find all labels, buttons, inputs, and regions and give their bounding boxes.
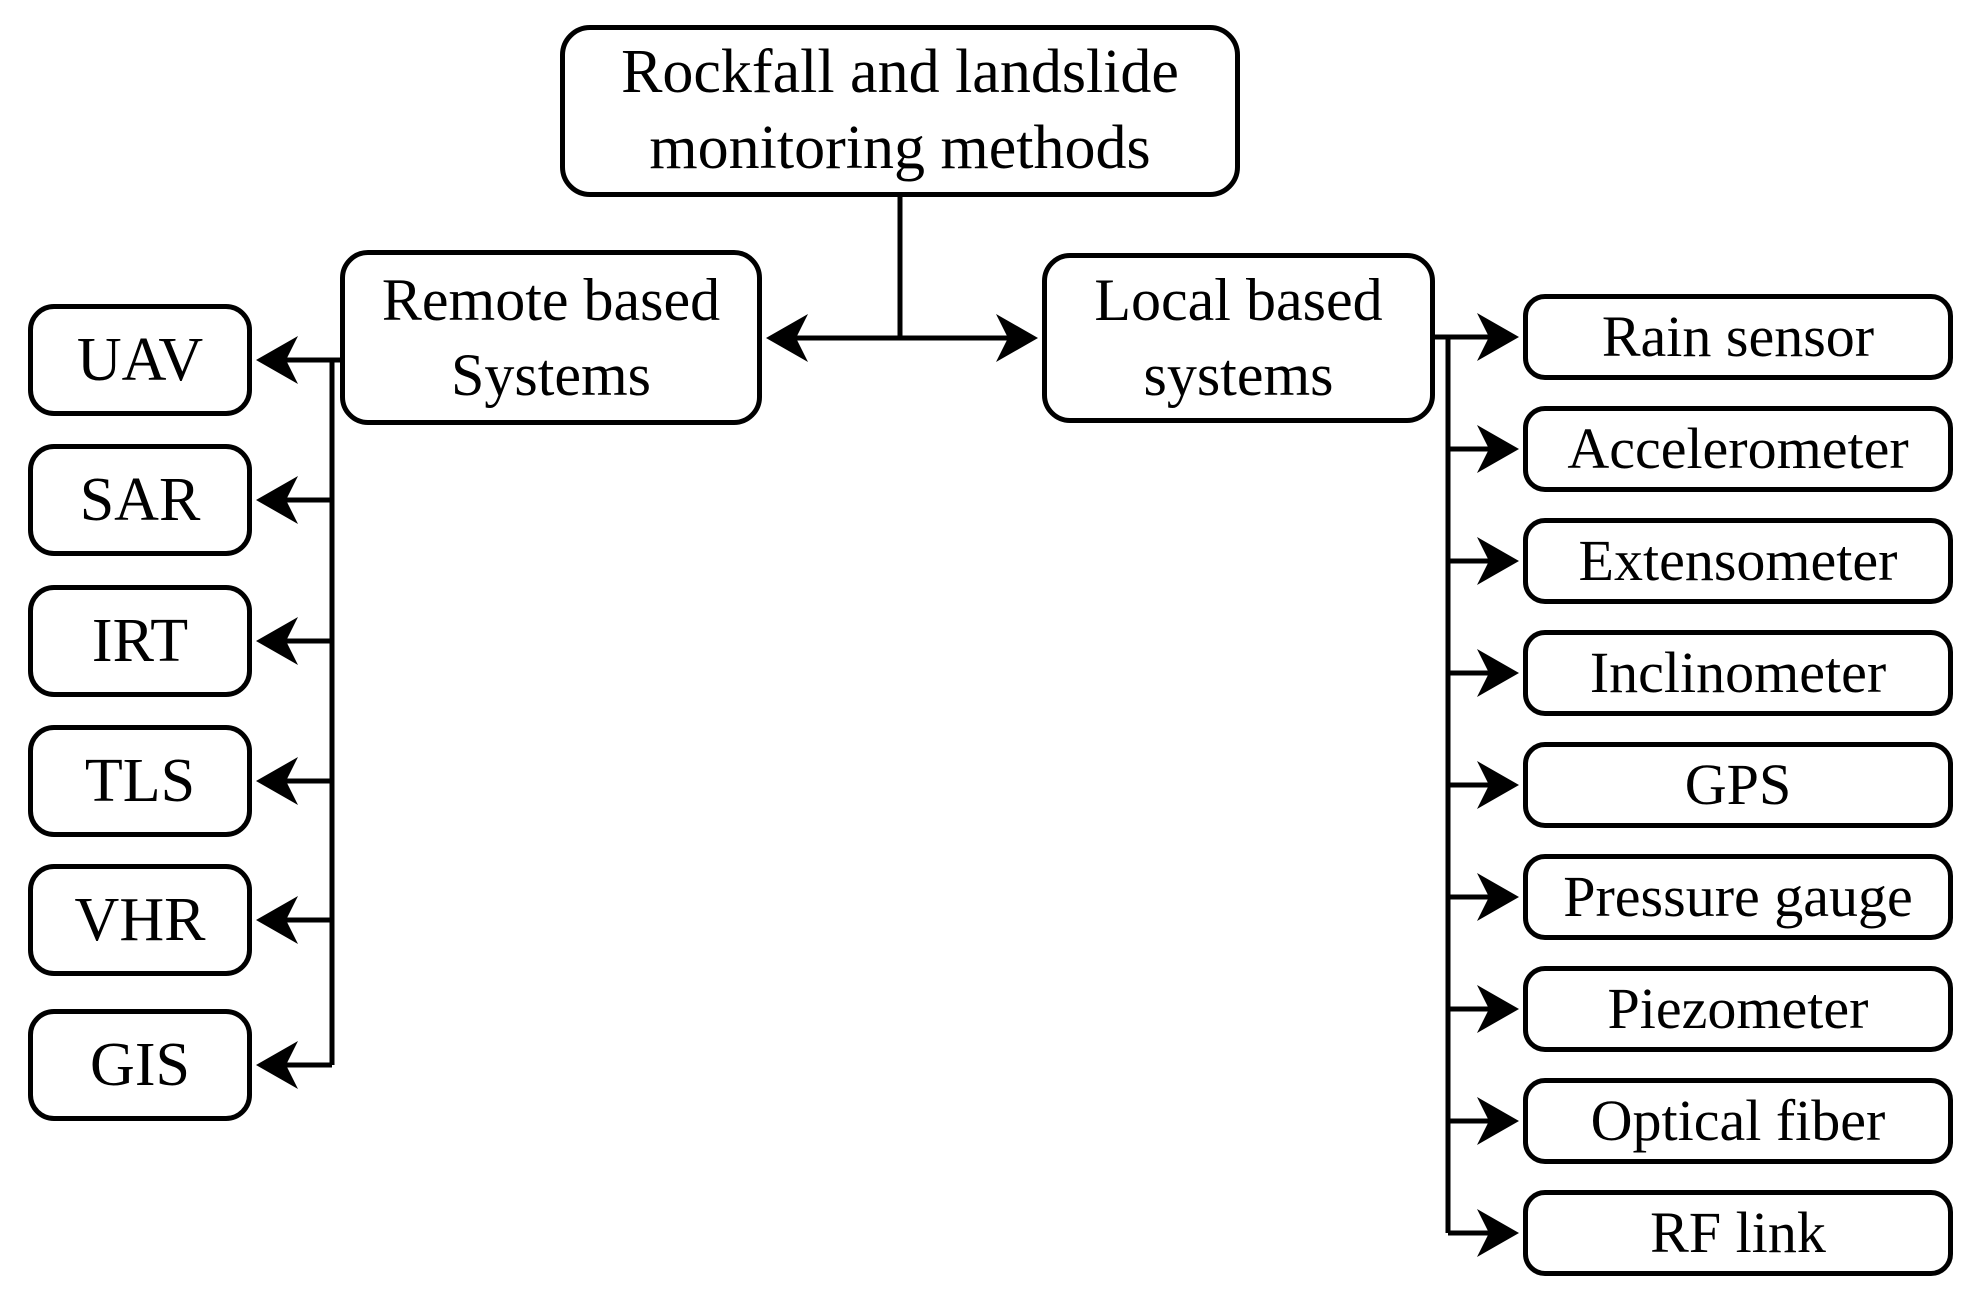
node-optical-fiber-label: Optical fiber <box>1590 1088 1886 1153</box>
arrow-to-irt-icon <box>256 617 298 665</box>
node-optical-fiber: Optical fiber <box>1523 1078 1953 1164</box>
node-accelerometer: Accelerometer <box>1523 406 1953 492</box>
arrow-to-rain-sensor-icon <box>1477 313 1519 361</box>
node-gps: GPS <box>1523 742 1953 828</box>
node-remote-label-line2: Systems <box>450 341 652 408</box>
arrow-to-local-icon <box>996 314 1038 362</box>
node-pressure-gauge-label: Pressure gauge <box>1563 864 1913 929</box>
node-tls-label: TLS <box>84 747 196 815</box>
arrow-to-piezometer-icon <box>1477 985 1519 1033</box>
node-local-based-systems: Local based systems <box>1042 253 1435 423</box>
node-vhr-label: VHR <box>74 886 206 954</box>
arrow-to-gps-icon <box>1477 761 1519 809</box>
node-piezometer: Piezometer <box>1523 966 1953 1052</box>
arrow-to-pressure-gauge-icon <box>1477 873 1519 921</box>
node-remote-based-systems: Remote based Systems <box>340 250 762 425</box>
node-root-label-line2: monitoring methods <box>649 114 1151 182</box>
node-rf-link: RF link <box>1523 1190 1953 1276</box>
local-connectors <box>1435 313 1519 1257</box>
node-root: Rockfall and landslide monitoring method… <box>560 25 1240 197</box>
node-extensometer-label: Extensometer <box>1578 528 1898 593</box>
node-rf-link-label: RF link <box>1650 1200 1826 1265</box>
node-vhr: VHR <box>28 864 252 976</box>
arrow-to-rf-link-icon <box>1477 1209 1519 1257</box>
node-piezometer-label: Piezometer <box>1607 976 1869 1041</box>
node-irt: IRT <box>28 585 252 697</box>
arrow-to-tls-icon <box>256 757 298 805</box>
node-uav-label: UAV <box>76 326 204 394</box>
node-remote-label-line1: Remote based <box>381 266 721 333</box>
arrow-to-sar-icon <box>256 476 298 524</box>
node-gis-label: GIS <box>90 1031 190 1099</box>
arrow-to-vhr-icon <box>256 896 298 944</box>
node-root-label-line1: Rockfall and landslide <box>621 38 1179 107</box>
arrow-to-accelerometer-icon <box>1477 425 1519 473</box>
node-accelerometer-label: Accelerometer <box>1567 416 1909 481</box>
node-inclinometer-label: Inclinometer <box>1589 640 1887 705</box>
arrow-to-inclinometer-icon <box>1477 649 1519 697</box>
remote-connectors <box>256 336 340 1089</box>
node-sar-label: SAR <box>79 466 201 534</box>
node-rain-sensor-label: Rain sensor <box>1601 304 1875 369</box>
node-local-label-line2: systems <box>1143 342 1334 408</box>
node-local-label-line1: Local based <box>1094 267 1383 333</box>
node-tls: TLS <box>28 725 252 837</box>
node-inclinometer: Inclinometer <box>1523 630 1953 716</box>
node-sar: SAR <box>28 444 252 556</box>
node-extensometer: Extensometer <box>1523 518 1953 604</box>
node-gis: GIS <box>28 1009 252 1121</box>
node-uav: UAV <box>28 304 252 416</box>
node-pressure-gauge: Pressure gauge <box>1523 854 1953 940</box>
node-irt-label: IRT <box>91 607 189 675</box>
node-rain-sensor: Rain sensor <box>1523 294 1953 380</box>
arrow-to-gis-icon <box>256 1041 298 1089</box>
arrow-to-extensometer-icon <box>1477 537 1519 585</box>
arrow-to-optical-fiber-icon <box>1477 1097 1519 1145</box>
node-gps-label: GPS <box>1684 752 1792 817</box>
arrow-to-uav-icon <box>256 336 298 384</box>
arrow-to-remote-icon <box>766 314 808 362</box>
root-connector <box>766 197 1038 362</box>
